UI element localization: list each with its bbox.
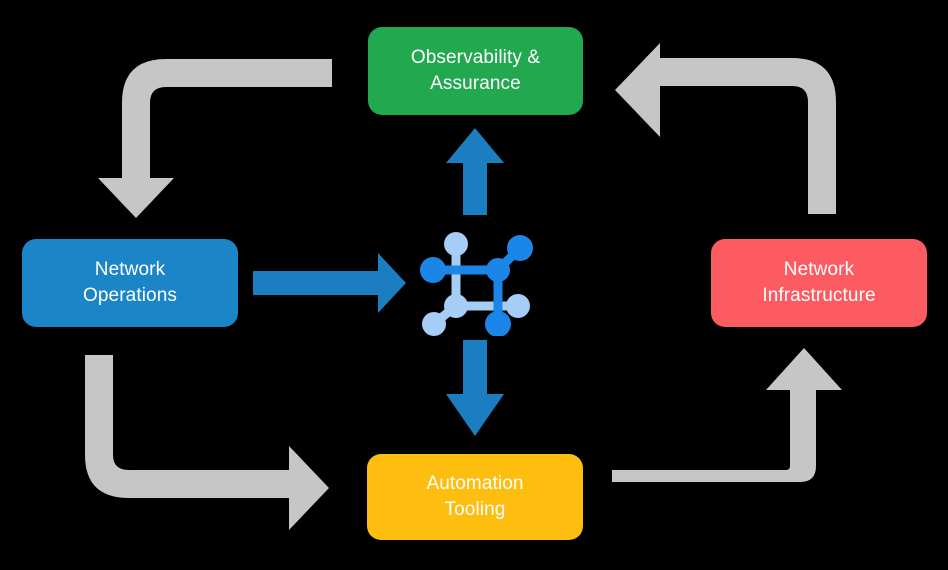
node-automation-tooling[interactable]: Automation Tooling (367, 454, 583, 540)
node-network-infrastructure[interactable]: Network Infrastructure (711, 239, 927, 327)
topology-node-left (420, 257, 446, 283)
arrow-observability-to-operations (98, 59, 332, 218)
arrow-operations-to-center (253, 253, 406, 313)
node-observability-label: Observability & Assurance (410, 47, 541, 94)
topology-node-top-left-upper (444, 232, 468, 256)
arrow-infrastructure-to-observability (615, 43, 836, 214)
topology-node-top-right (507, 235, 533, 261)
topology-node-hub (486, 258, 510, 282)
node-infrastructure-label: Network Infrastructure (762, 259, 876, 306)
topology-node-right-mid (506, 294, 530, 318)
arrow-operations-to-tooling (85, 355, 329, 530)
topology-node-bottom-center (485, 311, 511, 336)
node-operations-label: Network Operations (83, 259, 177, 306)
topology-node-mid-left-lower (444, 294, 468, 318)
topology-node-bottom-left (422, 312, 446, 336)
network-topology-icon (420, 232, 533, 336)
arrow-center-to-observability (446, 128, 504, 215)
node-tooling-label: Automation Tooling (426, 473, 524, 520)
node-observability-assurance[interactable]: Observability & Assurance (368, 27, 583, 115)
arrow-tooling-to-infrastructure (612, 348, 842, 482)
node-network-operations[interactable]: Network Operations (22, 239, 238, 327)
arrow-center-to-tooling (446, 340, 504, 436)
